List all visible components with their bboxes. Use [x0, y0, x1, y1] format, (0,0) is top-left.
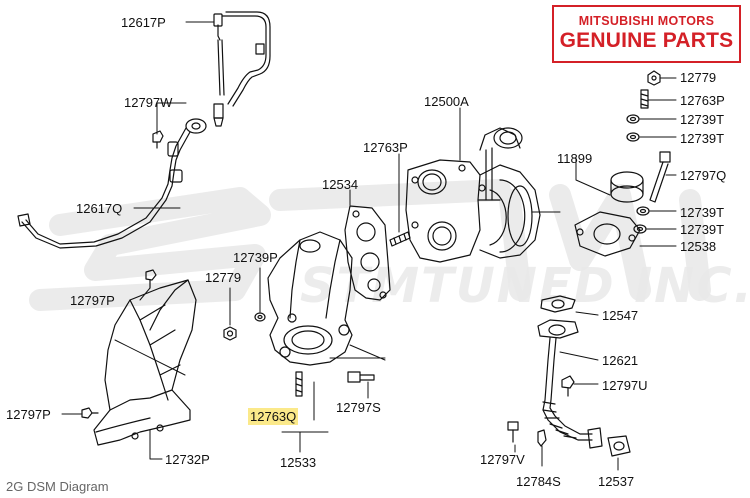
logo-line-1: MITSUBISHI MOTORS	[578, 14, 715, 28]
bolt-12797P-upper	[145, 269, 157, 289]
part-label-12739T-3[interactable]: 12739T	[680, 205, 725, 220]
stud-12763P-right	[640, 89, 649, 109]
bolt-12797W	[152, 130, 164, 149]
nut-12779-right	[647, 70, 661, 86]
bolt-12797U	[561, 375, 575, 397]
part-label-12617P[interactable]: 12617P	[121, 15, 166, 30]
bolt-12797P-lower	[81, 407, 99, 419]
leader-lines	[61, 21, 677, 471]
diagram-caption: 2G DSM Diagram	[6, 479, 109, 494]
part-label-12797V[interactable]: 12797V	[480, 452, 525, 467]
gasket-12534	[344, 205, 391, 301]
part-label-12621[interactable]: 12621	[602, 353, 639, 368]
bolt-12797Q	[649, 151, 671, 203]
part-label-12732P[interactable]: 12732P	[165, 452, 210, 467]
bolt-12797S	[347, 371, 375, 383]
part-label-12739P[interactable]: 12739P	[233, 250, 278, 265]
part-label-12797W[interactable]: 12797W	[124, 95, 173, 110]
stm-watermark-shape	[29, 179, 711, 311]
logo-line-2: GENUINE PARTS	[559, 29, 734, 52]
part-label-12617Q[interactable]: 12617Q	[76, 201, 123, 216]
bolt-12797V	[507, 421, 519, 443]
part-label-12533[interactable]: 12533	[280, 455, 317, 470]
part-label-12763P-turbo[interactable]: 12763P	[363, 140, 408, 155]
part-label-12779-left[interactable]: 12779	[205, 270, 242, 285]
part-label-12739T-2[interactable]: 12739T	[680, 131, 725, 146]
gasket-12538	[574, 211, 641, 257]
part-label-12739T-4[interactable]: 12739T	[680, 222, 725, 237]
part-label-12779-right[interactable]: 12779	[680, 70, 717, 85]
part-label-12739T-1[interactable]: 12739T	[680, 112, 725, 127]
stud-12763Q	[295, 371, 303, 397]
seal-ring-11899	[610, 171, 644, 203]
part-label-12797Q[interactable]: 12797Q	[680, 168, 727, 183]
part-label-12797P-lower[interactable]: 12797P	[6, 407, 51, 422]
part-label-12500A[interactable]: 12500A	[424, 94, 469, 109]
exhaust-elbow-12533	[267, 231, 353, 366]
part-label-11899[interactable]: 11899	[557, 151, 593, 166]
part-label-12547[interactable]: 12547	[602, 308, 639, 323]
part-label-12538[interactable]: 12538	[680, 239, 717, 254]
washer-12739P	[254, 312, 266, 322]
part-label-12534[interactable]: 12534	[322, 177, 359, 192]
stud-12763P-turbo	[389, 231, 411, 247]
part-label-12763P-right[interactable]: 12763P	[680, 93, 725, 108]
gasket-12547	[540, 295, 576, 313]
turbocharger-12500A	[405, 127, 541, 263]
part-label-12537[interactable]: 12537	[598, 474, 635, 489]
part-label-12784S[interactable]: 12784S	[516, 474, 561, 489]
oil-return-pipe-12621	[537, 319, 603, 449]
clip-12784S	[537, 429, 547, 447]
part-label-12797S[interactable]: 12797S	[336, 400, 381, 415]
oil-feed-line-12617P	[213, 11, 271, 127]
mitsubishi-genuine-parts-logo: MITSUBISHI MOTORS GENUINE PARTS	[552, 5, 741, 63]
heat-shield-12732P	[93, 279, 197, 446]
washers-12739T-stack	[626, 114, 650, 234]
part-label-12797U[interactable]: 12797U	[602, 378, 648, 393]
gasket-12537	[607, 435, 631, 457]
part-label-12763Q-highlighted[interactable]: 12763Q	[248, 408, 299, 425]
nut-12779-left	[223, 326, 237, 341]
part-label-12797P-upper[interactable]: 12797P	[70, 293, 115, 308]
